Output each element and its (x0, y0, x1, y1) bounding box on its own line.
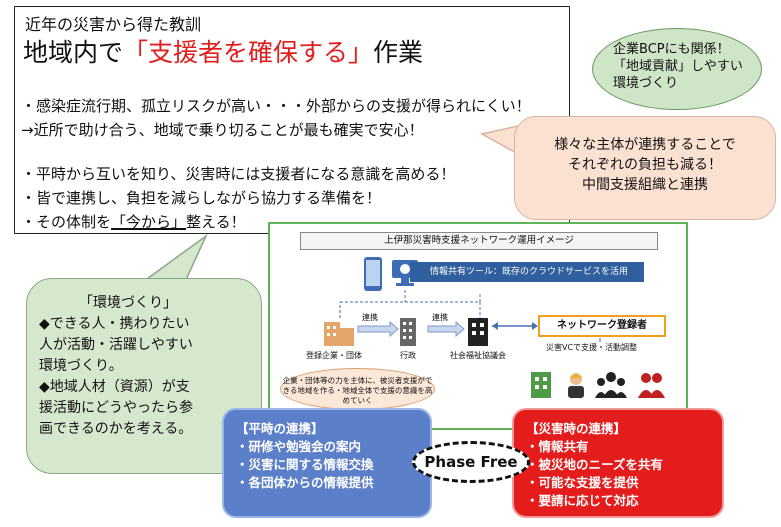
env-line-5: ◆地域人材（資源）が支 (39, 379, 190, 395)
lesson-line-5: ・その体制を「今から」整える！ (21, 211, 246, 232)
company-building-icon (324, 322, 354, 346)
registrant-box: ネットワーク登録者 (538, 315, 666, 337)
normal-time-box: 【平時の連携】 ・研修や勉強会の案内 ・災害に関する情報交換 ・各団体からの情報… (222, 408, 432, 518)
support-label: 災害VCで支援・活動調整 (546, 343, 638, 352)
council-label: 社会福祉協議会 (450, 351, 506, 360)
disaster-item-2: ・被災地のニーズを共有 (526, 457, 663, 472)
line5-post: 整える！ (186, 213, 246, 231)
people-icon (638, 373, 665, 398)
worker-person-icon (568, 373, 584, 398)
env-line-3: 人が活動・活躍しやすい (39, 337, 193, 353)
normal-title: 【平時の連携】 (236, 421, 324, 436)
welfare-council-building-icon (468, 318, 488, 346)
lesson-line-3: ・平時から互いを知り、災害時には支援者になる意識を高める！ (21, 165, 456, 183)
headline-red: 「支援者を確保する」 (123, 38, 374, 67)
lesson-line-1: ・感染症流行期、孤立リスクが高い・・・外部からの支援が得られにくい！ (21, 97, 531, 115)
shop-building-icon (531, 372, 551, 398)
link-label-2: 連携 (432, 313, 448, 322)
lesson-line-2: →近所で助け合う、地域で乗り切ることが最も確実で安心！ (21, 121, 424, 139)
disaster-title: 【災害時の連携】 (526, 421, 627, 436)
line5-underline: 「今から」 (111, 213, 187, 231)
lesson-subtitle: 近年の災害から得た教訓 (25, 15, 202, 34)
government-label: 行政 (400, 351, 416, 360)
lesson-headline: 地域内で「支援者を確保する」作業 (23, 33, 423, 69)
env-line-7: 画できるのかを考える。 (39, 421, 193, 437)
company-label: 登録企業・団体 (306, 351, 362, 360)
bcp-line-2: 「地域貢献」しやすい (613, 59, 743, 74)
peach-line-3: 中間支援組織と連携 (582, 177, 708, 193)
lesson-line-4: ・皆で連携し、負担を減らしながら協力する準備を！ (21, 189, 382, 207)
disaster-item-4: ・要請に応じて対応 (526, 493, 639, 508)
peach-callout: 様々な主体が連携することで それぞれの負担も減る！ 中間支援組織と連携 (514, 116, 776, 220)
line5-pre: ・その体制を (21, 213, 112, 231)
info-tool-bar: 情報共有ツール：既存のクラウドサービスを活用 (410, 262, 644, 282)
group-people-icon (595, 372, 627, 398)
disaster-time-box: 【災害時の連携】 ・情報共有 ・被災地のニーズを共有 ・可能な支援を提供 ・要請… (512, 408, 724, 518)
env-line-6: 援活動にどうやったら参 (39, 400, 193, 416)
bcp-ellipse: 企業BCPにも関係！ 「地域貢献」しやすい 環境づくり (592, 28, 762, 110)
lesson-box: 近年の災害から得た教訓 地域内で「支援者を確保する」作業 ・感染症流行期、孤立リ… (14, 6, 570, 234)
peach-line-2: それぞれの負担も減る！ (568, 157, 722, 173)
smartphone-icon (364, 257, 382, 291)
env-line-1: 「環境づくり」 (79, 295, 177, 311)
diagram-title: 上伊那災害時支援ネットワーク運用イメージ (300, 232, 658, 250)
env-line-2: ◆できる人・携わりたい (39, 316, 190, 332)
normal-item-3: ・各団体からの情報提供 (236, 475, 374, 490)
diagram-note: 企業・団体等の力を主体に、被災者支援ができる地域を作る・地域全体で支援の意識を高… (280, 368, 435, 410)
headline-post: 作業 (373, 38, 424, 67)
government-building-icon (400, 318, 416, 346)
env-line-4: 環境づくり。 (39, 358, 123, 374)
phase-free-ellipse: Phase Free (412, 441, 530, 483)
network-diagram: 上伊那災害時支援ネットワーク運用イメージ 情報共有ツール：既存のクラウドサービス… (268, 222, 688, 430)
disaster-item-3: ・可能な支援を提供 (526, 475, 639, 490)
normal-item-1: ・研修や勉強会の案内 (236, 439, 362, 454)
disaster-item-1: ・情報共有 (526, 439, 589, 454)
bcp-line-3: 環境づくり (613, 76, 679, 91)
normal-item-2: ・災害に関する情報交換 (236, 457, 374, 472)
peach-line-1: 様々な主体が連携することで (554, 137, 736, 153)
link-label-1: 連携 (362, 313, 378, 322)
headline-pre: 地域内で (23, 38, 124, 67)
diagram-connectors (339, 290, 601, 342)
bcp-line-1: 企業BCPにも関係！ (613, 42, 730, 57)
